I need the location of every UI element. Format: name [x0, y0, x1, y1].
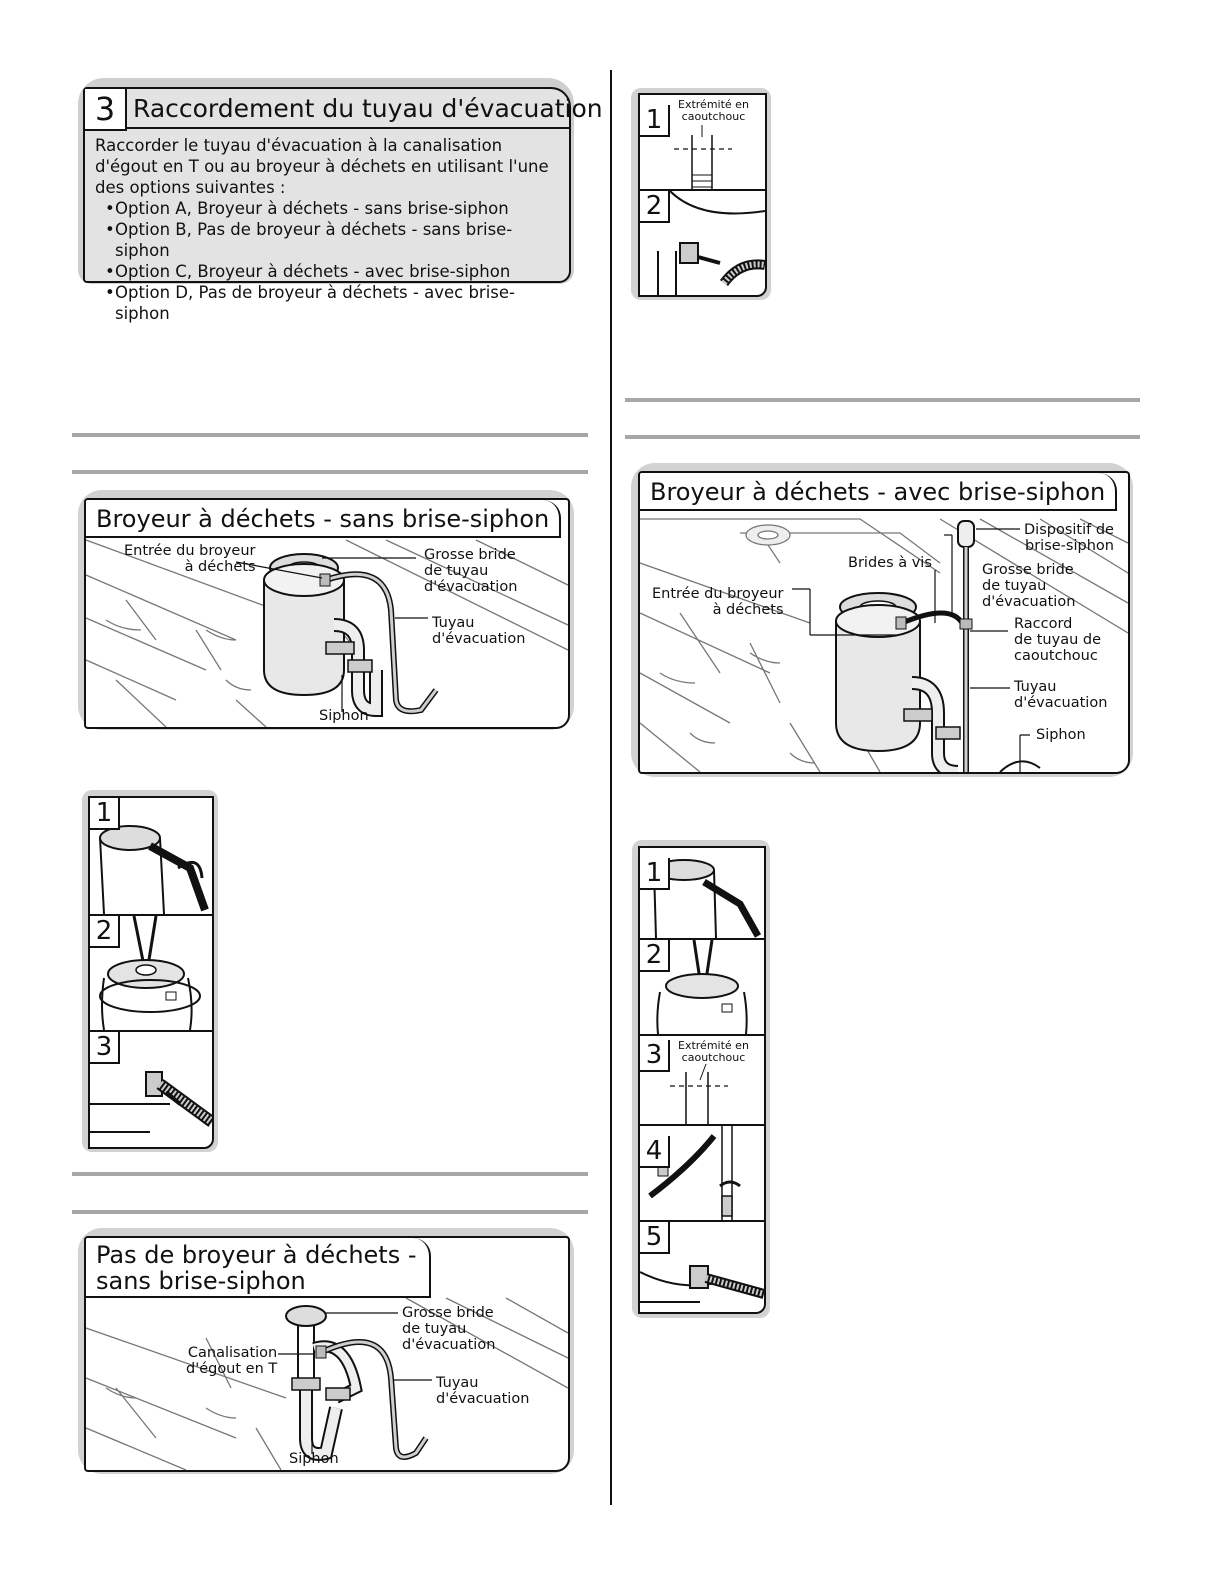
option-item: Option B, Pas de broyeur à déchets - san… [95, 219, 561, 261]
disposer-illustration [86, 539, 568, 727]
section-rule [625, 435, 1140, 439]
section-rule [72, 1210, 588, 1214]
step-number: 3 [85, 89, 127, 131]
option-item: Option C, Broyeur à déchets - avec brise… [95, 261, 561, 282]
figure-title: Broyeur à déchets - sans brise-siphon [86, 500, 562, 538]
attach-tee-illustration [657, 191, 765, 295]
section-rule [72, 1172, 588, 1176]
attach-hose-illustration [90, 1071, 212, 1133]
steps-strip-c: 1 2 3 Extrémité en caoutchouc 4 [638, 846, 766, 1314]
knockout-illustration [99, 825, 209, 914]
label-rubber-connector: Raccord de tuyau de caoutchouc [1014, 616, 1101, 664]
label-drain-hose: Tuyau d'évacuation [1014, 679, 1108, 711]
step-cell: 3 Extrémité en caoutchouc [640, 1036, 764, 1126]
option-item: Option A, Broyeur à déchets - sans brise… [95, 198, 561, 219]
step-cell-number: 2 [640, 191, 670, 223]
label-rubber-end: Extrémité en caoutchouc [678, 1039, 749, 1064]
remove-plug-illustration [656, 940, 748, 1034]
step-cell-number: 5 [640, 1222, 670, 1254]
step-title: Raccordement du tuyau d'évacuation [133, 94, 603, 123]
figure-title: Pas de broyeur à déchets - sans brise-si… [86, 1238, 431, 1298]
attach-hose-illustration [640, 1265, 764, 1303]
figure-title: Broyeur à déchets - avec brise-siphon [640, 473, 1118, 511]
option-item: Option D, Pas de broyeur à déchets - ave… [95, 282, 561, 324]
label-drain-hose: Tuyau d'évacuation [436, 1375, 530, 1407]
step-cell: 3 [90, 1032, 212, 1147]
label-airgap: Dispositif de brise-siphon [1024, 522, 1114, 554]
step-cell: 1 [90, 798, 212, 916]
figure-disposer-with-airgap: Broyeur à déchets - avec brise-siphon Di… [638, 471, 1130, 774]
step-title-underline [125, 127, 569, 129]
step-cell: 4 [640, 1126, 764, 1222]
airgap-illustration [640, 518, 1128, 772]
section-rule [72, 433, 588, 437]
steps-strip-top: 1 Extrémité en caoutchouc 2 [638, 93, 767, 297]
step-cell: 2 [90, 916, 212, 1032]
rubber-end-illustration [674, 125, 732, 189]
step-3-box: 3 Raccordement du tuyau d'évacuation Rac… [83, 87, 603, 323]
label-rubber-end: Extrémité en caoutchouc [678, 98, 749, 123]
label-disposer-inlet: Entrée du broyeur à déchets [652, 586, 784, 618]
figure-no-disposer-no-airgap: Pas de broyeur à déchets - sans brise-si… [84, 1236, 570, 1472]
label-screw-clamps: Brides à vis [848, 555, 932, 571]
label-disposer-inlet: Entrée du broyeur à déchets [124, 543, 256, 575]
step-cell: 1 Extrémité en caoutchouc [640, 95, 765, 191]
section-rule [625, 398, 1140, 402]
column-divider [610, 70, 612, 1505]
step-cell-number: 4 [640, 1136, 670, 1168]
label-large-clamp: Grosse bride de tuyau d'évacuation [424, 547, 518, 595]
options-list: Option A, Broyeur à déchets - sans brise… [95, 198, 561, 324]
remove-plug-illustration [99, 916, 201, 1030]
step-cell: 5 [640, 1222, 764, 1312]
label-trap: Siphon [1036, 727, 1086, 743]
step-cell: 2 [640, 940, 764, 1036]
step-cell: 2 [640, 191, 765, 295]
step-cell-number: 3 [90, 1032, 120, 1064]
step-cell-number: 1 [640, 105, 670, 137]
connect-airgap-illustration [648, 1126, 741, 1220]
label-large-clamp: Grosse bride de tuyau d'évacuation [982, 562, 1076, 610]
label-drain-hose: Tuyau d'évacuation [432, 615, 526, 647]
step-body: Raccorder le tuyau d'évacuation à la can… [95, 135, 561, 324]
step-cell-number: 2 [640, 940, 670, 972]
step-intro: Raccorder le tuyau d'évacuation à la can… [95, 136, 549, 197]
figure-disposer-no-airgap: Broyeur à déchets - sans brise-siphon En… [84, 498, 570, 729]
label-tee-drain: Canalisation d'égout en T [186, 1345, 278, 1377]
step-cell-number: 1 [90, 798, 120, 830]
steps-strip-a: 1 2 3 [88, 796, 214, 1149]
step-cell-number: 1 [640, 858, 670, 890]
step-cell: 1 [640, 848, 764, 940]
step-cell-number: 2 [90, 916, 120, 948]
step-cell-number: 3 [640, 1040, 670, 1072]
label-trap: Siphon [319, 708, 369, 724]
label-trap: Siphon [289, 1451, 339, 1467]
tee-illustration [86, 1297, 568, 1470]
section-rule [72, 470, 588, 474]
rubber-end-illustration [670, 1063, 728, 1124]
label-large-clamp: Grosse bride de tuyau d'évacuation [402, 1305, 496, 1353]
